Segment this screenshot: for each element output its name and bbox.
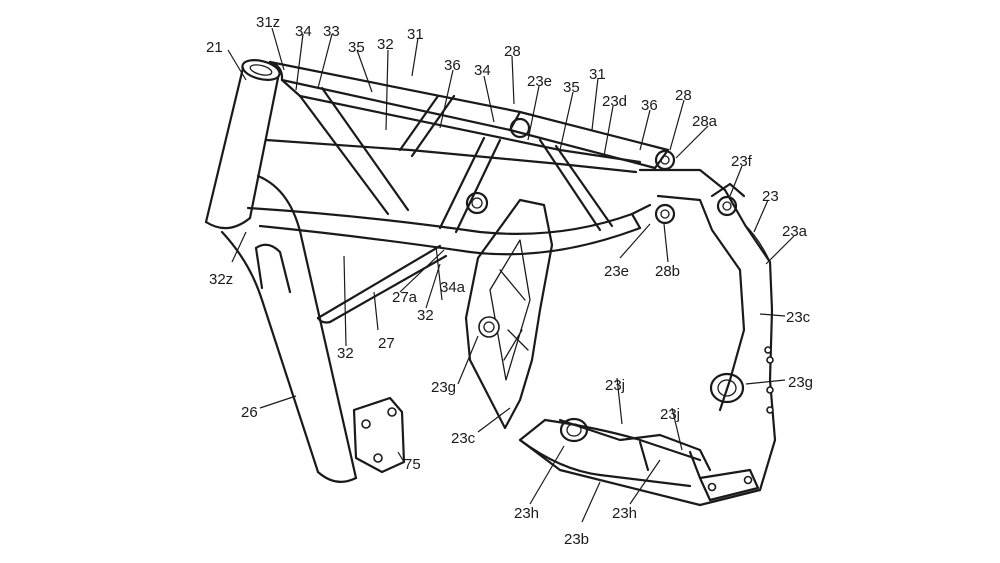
label-26: 26 [241,404,258,421]
label-23c: 23c [786,309,811,326]
label-31z: 31z [256,14,280,31]
pivot-boss-right [709,346,774,414]
label-23a: 23a [782,223,808,240]
lower-cross-member [558,417,760,502]
label-23b: 23b [564,531,589,548]
label-28a: 28a [692,113,718,130]
label-31: 31 [589,66,606,83]
label-23: 23 [762,188,779,205]
label-35: 35 [563,79,580,96]
label-23d: 23d [602,93,627,110]
label-34: 34 [295,23,312,40]
label-23c: 23c [451,430,476,447]
down-tube [220,174,358,483]
rear-mount-bosses [465,117,746,225]
label-35: 35 [348,39,365,56]
leader-lines [227,27,795,523]
label-23j: 23j [605,377,625,394]
label-27a: 27a [392,289,418,306]
upper-main-pipe [268,60,670,170]
inner-upper-pipe [264,78,642,174]
label-34: 34 [474,62,491,79]
label-28: 28 [675,87,692,104]
label-23e: 23e [527,73,552,90]
label-28: 28 [504,43,521,60]
label-23h: 23h [514,505,539,522]
label-33: 33 [323,23,340,40]
head-pipe [204,59,281,230]
label-23f: 23f [731,153,753,170]
label-23g: 23g [431,379,456,396]
label-23h: 23h [612,505,637,522]
pivot-bracket-left [464,198,554,430]
label-23g: 23g [788,374,813,391]
label-27: 27 [378,335,395,352]
label-32: 32 [337,345,354,362]
label-21: 21 [206,39,223,56]
label-32: 32 [377,36,394,53]
label-28b: 28b [655,263,680,280]
label-23e: 23e [604,263,629,280]
label-31: 31 [407,26,424,43]
engine-hanger-plate [352,396,406,474]
lower-pipe [246,203,652,256]
label-75: 75 [404,456,421,473]
cross-braces [298,86,614,234]
label-32z: 32z [209,271,233,288]
label-32: 32 [417,307,434,324]
label-36: 36 [444,57,461,74]
label-36: 36 [641,97,658,114]
label-34a: 34a [440,279,466,296]
reference-numerals: 21 31z 34 33 35 32 31 36 34 28 23e 35 31… [206,14,813,548]
label-23j: 23j [660,406,680,423]
